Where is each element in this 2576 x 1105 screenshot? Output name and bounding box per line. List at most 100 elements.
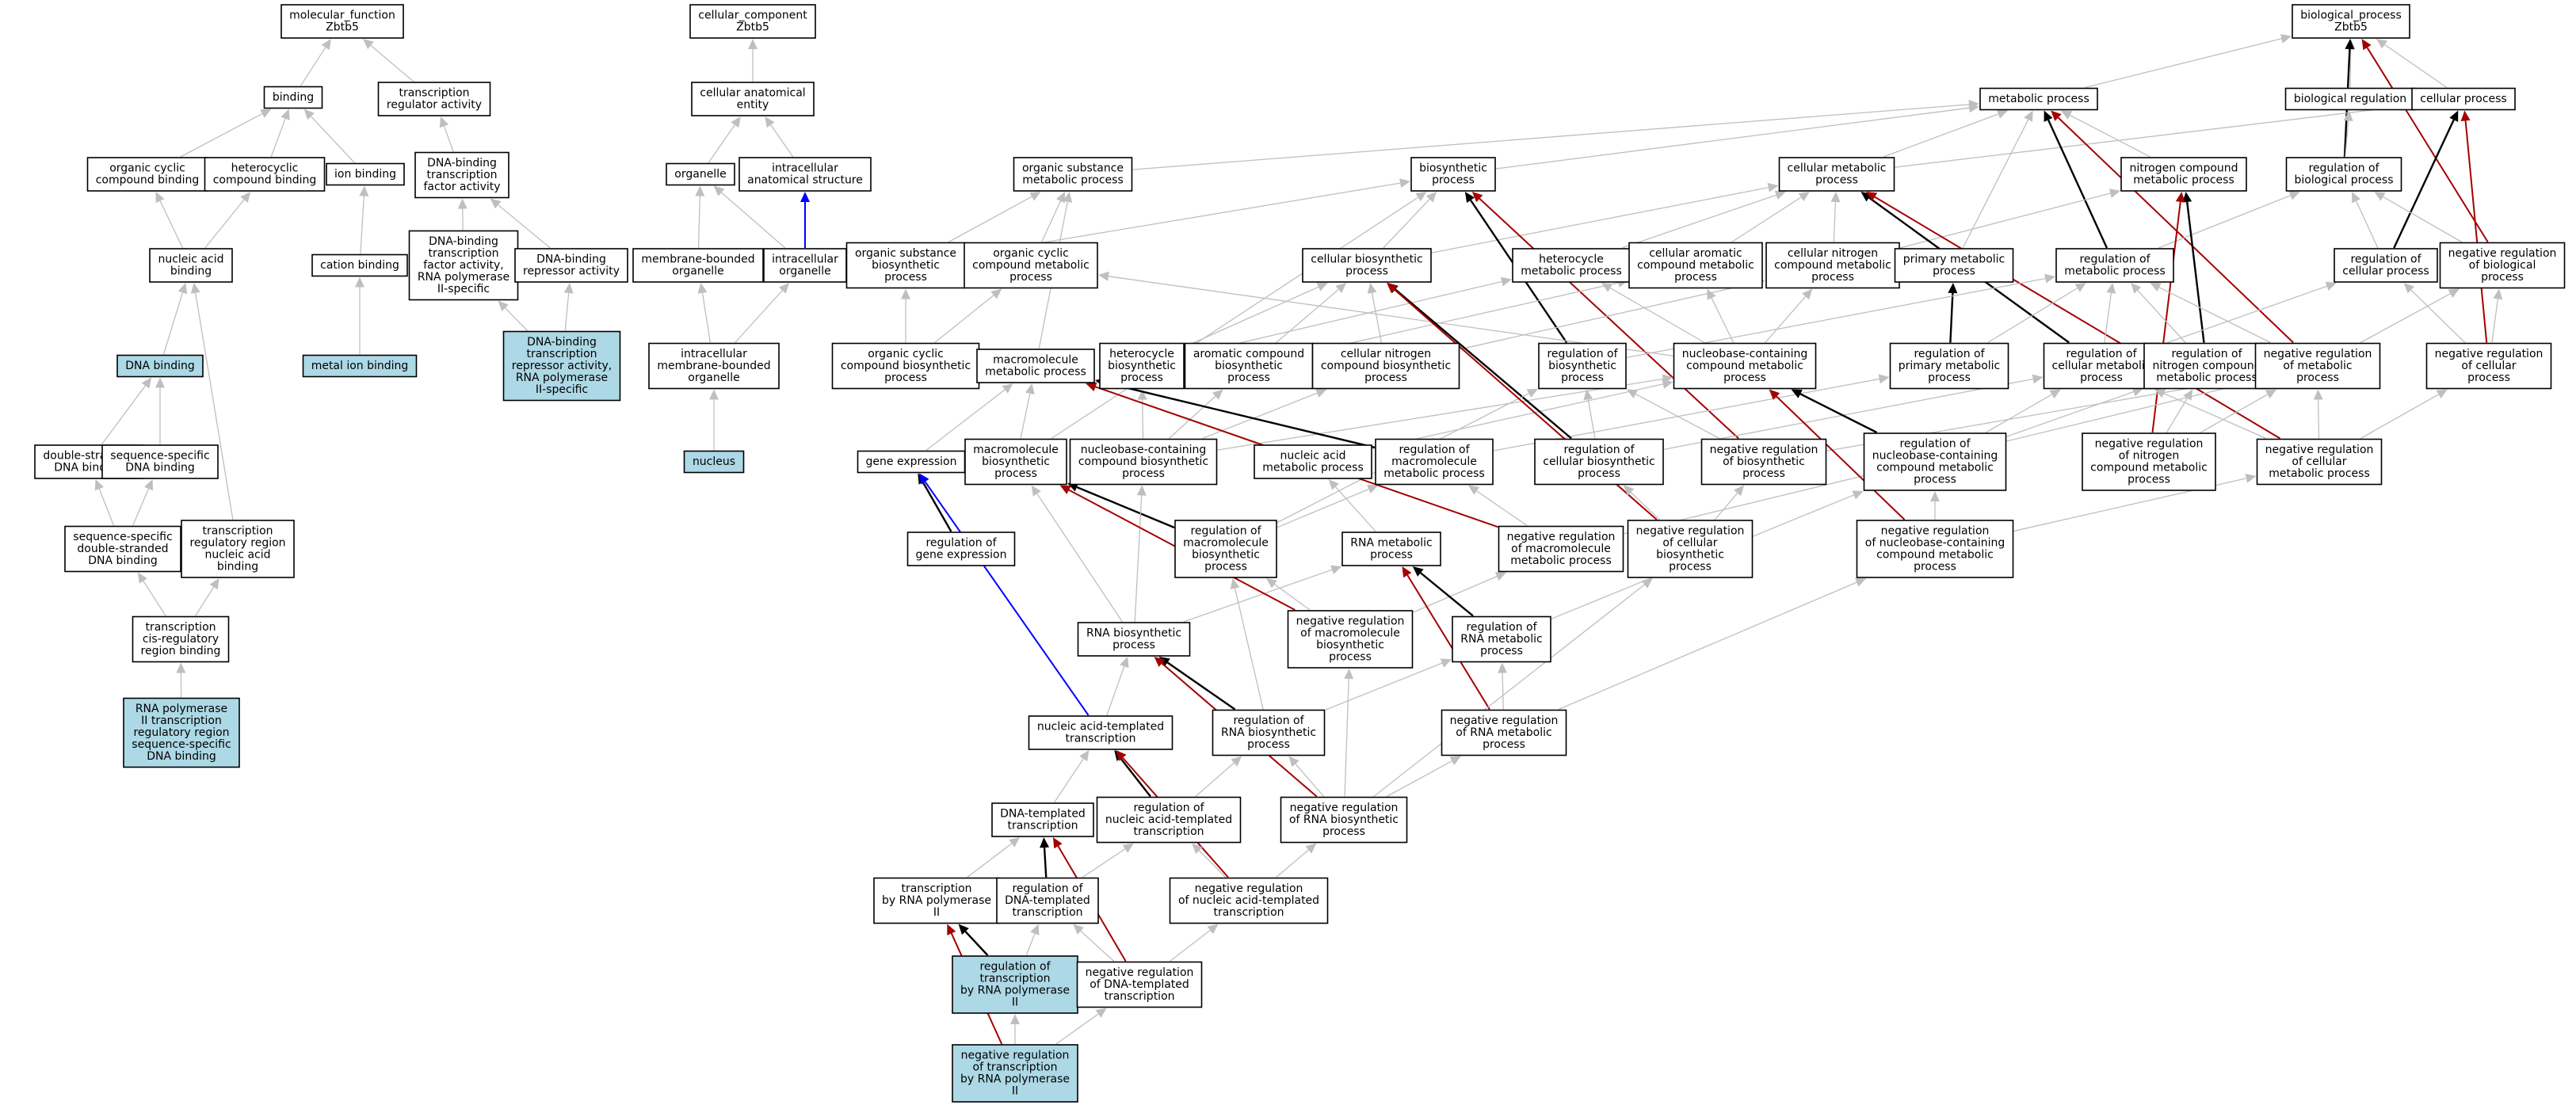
- edge-line: [1383, 198, 1430, 249]
- node-binding[interactable]: binding: [263, 86, 323, 109]
- node-organelle[interactable]: organelle: [666, 162, 735, 186]
- edge-arrowhead: [1662, 379, 1673, 389]
- node-catb[interactable]: cation binding: [311, 253, 408, 277]
- edge-arrowhead: [1852, 490, 1864, 500]
- node-label-line: sequence-specific: [110, 450, 209, 463]
- node-mib[interactable]: metal ion binding: [302, 354, 418, 378]
- node-label-line: membrane-bounded: [657, 360, 770, 372]
- edge-arrowhead: [1086, 382, 1097, 391]
- edge-arrowhead: [1734, 485, 1745, 497]
- node-nucleus[interactable]: nucleus: [683, 450, 745, 474]
- node-ionb[interactable]: ion binding: [326, 162, 405, 186]
- node-label-line: cellular metabolic: [2052, 360, 2151, 372]
- node-ge[interactable]: gene expression: [857, 450, 966, 474]
- edge-line: [721, 192, 786, 249]
- node-cp[interactable]: cellular process: [2411, 87, 2516, 111]
- node-dnab[interactable]: DNA binding: [116, 354, 204, 378]
- node-breg[interactable]: biological regulation: [2284, 87, 2416, 111]
- node-mp[interactable]: metabolic process: [1979, 87, 2098, 111]
